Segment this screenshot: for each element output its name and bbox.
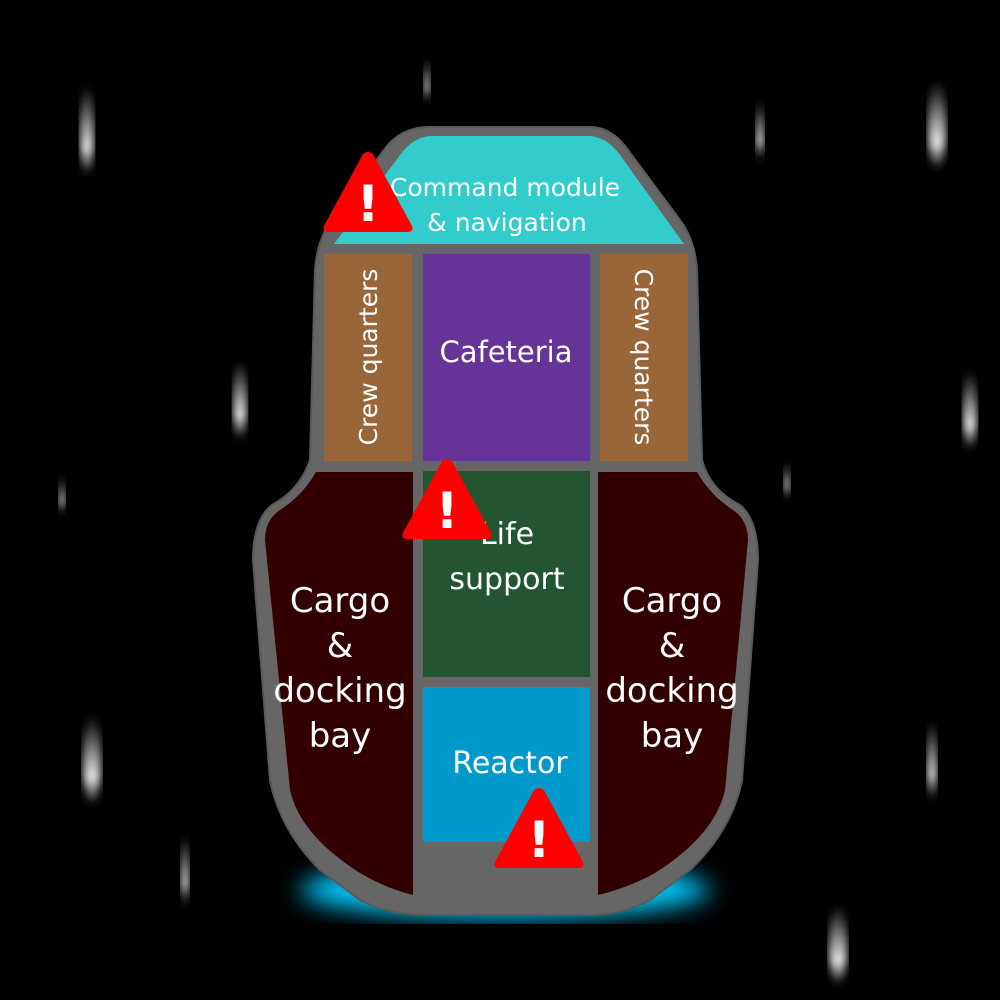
room-crew-quarters-right[interactable]: Crew quarters bbox=[600, 254, 688, 461]
room-cargo-right-label-line3: docking bbox=[605, 671, 738, 711]
room-cafeteria-fill bbox=[423, 254, 590, 461]
star-streak bbox=[181, 835, 189, 905]
star-streak bbox=[784, 462, 790, 498]
room-cargo-left-fill bbox=[265, 472, 413, 895]
room-command-label-line1: Command module bbox=[390, 173, 620, 202]
warning-life-support[interactable]: ! bbox=[402, 459, 492, 540]
warning-glyph: ! bbox=[357, 175, 380, 233]
star-streaks bbox=[59, 58, 977, 985]
room-reactor-label: Reactor bbox=[452, 746, 568, 781]
room-cargo-right-label-line1: Cargo bbox=[622, 581, 722, 621]
room-life-support-label-line2: support bbox=[449, 562, 564, 597]
warning-glyph: ! bbox=[528, 811, 551, 869]
star-streak bbox=[928, 80, 946, 170]
room-cargo-right[interactable]: Cargo & docking bay bbox=[598, 472, 748, 895]
warning-icon bbox=[323, 152, 413, 232]
room-command-module[interactable]: Command module & navigation bbox=[334, 136, 684, 244]
room-command-fill bbox=[334, 136, 684, 244]
room-crew-left-fill bbox=[324, 254, 412, 461]
warning-command[interactable]: ! bbox=[323, 152, 413, 233]
room-cargo-left-label-line2: & bbox=[327, 626, 354, 666]
room-reactor-fill bbox=[423, 687, 590, 842]
star-streak bbox=[829, 905, 847, 985]
warning-reactor[interactable]: ! bbox=[494, 788, 584, 869]
star-streak bbox=[59, 477, 65, 513]
star-streak bbox=[80, 85, 94, 175]
room-reactor[interactable]: Reactor bbox=[423, 687, 590, 842]
room-cafeteria[interactable]: Cafeteria bbox=[423, 254, 590, 461]
room-crew-quarters-left[interactable]: Crew quarters bbox=[324, 254, 412, 461]
star-streak bbox=[963, 370, 977, 450]
room-command-label-line2: & navigation bbox=[427, 208, 586, 237]
star-streak bbox=[233, 360, 247, 440]
star-streak bbox=[424, 58, 430, 102]
room-crew-left-label: Crew quarters bbox=[354, 269, 383, 446]
room-cargo-left-label-line1: Cargo bbox=[290, 581, 390, 621]
room-crew-right-label: Crew quarters bbox=[629, 269, 658, 446]
room-cargo-right-label-line4: bay bbox=[641, 716, 704, 756]
room-cargo-left[interactable]: Cargo & docking bay bbox=[265, 472, 413, 895]
room-cargo-right-label-line2: & bbox=[659, 626, 686, 666]
star-streak bbox=[83, 715, 101, 805]
warning-icon bbox=[494, 788, 584, 868]
star-streak bbox=[756, 100, 764, 160]
star-streak bbox=[927, 720, 937, 800]
room-cargo-left-label-line3: docking bbox=[273, 671, 406, 711]
warning-glyph: ! bbox=[436, 482, 459, 540]
warning-icon bbox=[402, 459, 492, 539]
room-cargo-left-label-line4: bay bbox=[309, 716, 372, 756]
room-cafeteria-label: Cafeteria bbox=[439, 335, 572, 369]
room-crew-right-fill bbox=[600, 254, 688, 461]
room-cargo-right-fill bbox=[598, 472, 748, 895]
